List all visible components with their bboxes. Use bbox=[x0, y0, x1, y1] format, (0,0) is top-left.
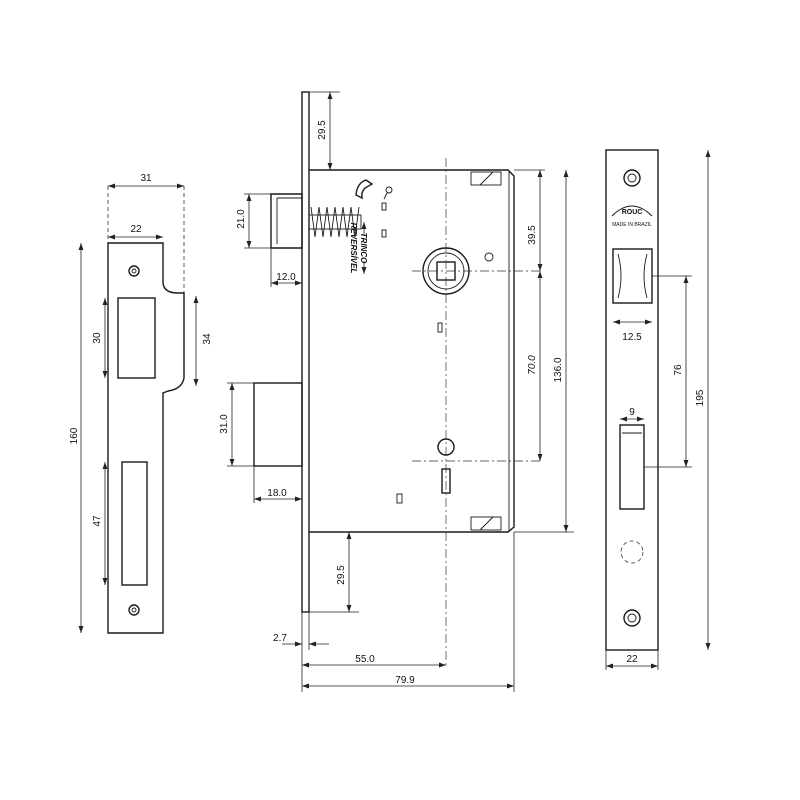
keyhole-round bbox=[437, 438, 455, 456]
brand-logo-arc bbox=[611, 205, 653, 217]
screw-hole-bottom bbox=[128, 604, 140, 616]
case-tab-bottom-mark bbox=[479, 516, 494, 531]
dim-bolt-height: 31.0 bbox=[219, 414, 230, 434]
screw-hole-top-inner bbox=[131, 268, 137, 274]
dim-spindle-to-keyhole: 70.0 bbox=[527, 355, 538, 375]
dim-depth: 79.9 bbox=[395, 675, 415, 686]
latch-slot-curves bbox=[617, 253, 648, 299]
dim-faceplate-width: 22 bbox=[626, 654, 638, 665]
dim-lower-slot: 47 bbox=[92, 515, 103, 527]
dim-bottom-offset: 29.5 bbox=[336, 565, 347, 585]
lock-body: TRINCO REVERSÍVEL 29.5 21.0 12.0 bbox=[219, 91, 574, 692]
pin-hole bbox=[385, 186, 393, 194]
lock-case bbox=[309, 169, 515, 533]
slot-mark-3 bbox=[437, 322, 443, 333]
latch-label-line2: REVERSÍVEL bbox=[349, 223, 358, 274]
faceplate-screw-top bbox=[623, 169, 641, 187]
dim-spindle-from-top: 39.5 bbox=[527, 225, 538, 245]
lock-faceplate-strip bbox=[301, 91, 310, 613]
screw-hole-top bbox=[128, 265, 140, 277]
pin-hole-tail bbox=[383, 192, 388, 200]
dim-upper-slot: 30 bbox=[92, 332, 103, 344]
case-tab-bottom bbox=[470, 516, 502, 531]
dim-faceplate-thickness: 2.7 bbox=[273, 633, 287, 644]
latch-label-line1: TRINCO bbox=[359, 233, 368, 264]
brand-logo: ROUC bbox=[622, 209, 643, 216]
strike-plate: 31 22 160 30 34 47 bbox=[69, 173, 213, 634]
faceplate-front: ROUC MADE IN BRAZIL 12.5 9 76 195 22 bbox=[605, 149, 711, 670]
dim-backset: 55.0 bbox=[355, 654, 375, 665]
screw-hole-bottom-inner bbox=[131, 607, 137, 613]
dim-lip: 34 bbox=[202, 333, 213, 345]
dim-bolt-projection: 18.0 bbox=[267, 488, 287, 499]
latch-bolt bbox=[270, 193, 303, 249]
dim-case-height: 136.0 bbox=[553, 357, 564, 382]
dim-slot-spacing: 76 bbox=[673, 364, 684, 376]
slot-mark-2 bbox=[381, 229, 387, 238]
faceplate-screw-bottom-inner bbox=[627, 613, 637, 623]
dim-top-offset: 29.5 bbox=[317, 120, 328, 140]
slot-mark-1 bbox=[381, 202, 387, 211]
dim-latch-projection: 12.0 bbox=[276, 272, 296, 283]
strike-plate-outline bbox=[107, 242, 185, 634]
dim-faceplate-height: 195 bbox=[695, 389, 706, 406]
cylinder-circle bbox=[620, 540, 644, 564]
faceplate-bolt-slot bbox=[619, 424, 645, 510]
screw-hole-case bbox=[484, 252, 494, 262]
faceplate-screw-bottom bbox=[623, 609, 641, 627]
faceplate-outline bbox=[605, 149, 659, 651]
latch-hook bbox=[355, 179, 374, 200]
made-in-label: MADE IN BRAZIL bbox=[612, 222, 652, 228]
slot-mark-4 bbox=[396, 493, 403, 504]
case-tab-top bbox=[470, 171, 502, 186]
latch-label-group: TRINCO REVERSÍVEL bbox=[349, 222, 368, 274]
dim-bolt-slot-width: 9 bbox=[629, 407, 635, 418]
dim-latch-height: 21.0 bbox=[236, 209, 247, 229]
dim-strike-width-total: 31 bbox=[140, 173, 152, 184]
dim-strike-height: 160 bbox=[69, 427, 80, 444]
latch-stem bbox=[308, 214, 362, 230]
case-tab-top-mark bbox=[479, 171, 494, 186]
latch-spring bbox=[310, 206, 360, 238]
dim-strike-width-plate: 22 bbox=[130, 224, 142, 235]
lower-slot bbox=[121, 461, 148, 586]
deadbolt bbox=[253, 382, 303, 467]
faceplate-screw-top-inner bbox=[627, 173, 637, 183]
upper-slot bbox=[117, 297, 156, 379]
dim-latch-slot-width: 12.5 bbox=[622, 332, 642, 343]
